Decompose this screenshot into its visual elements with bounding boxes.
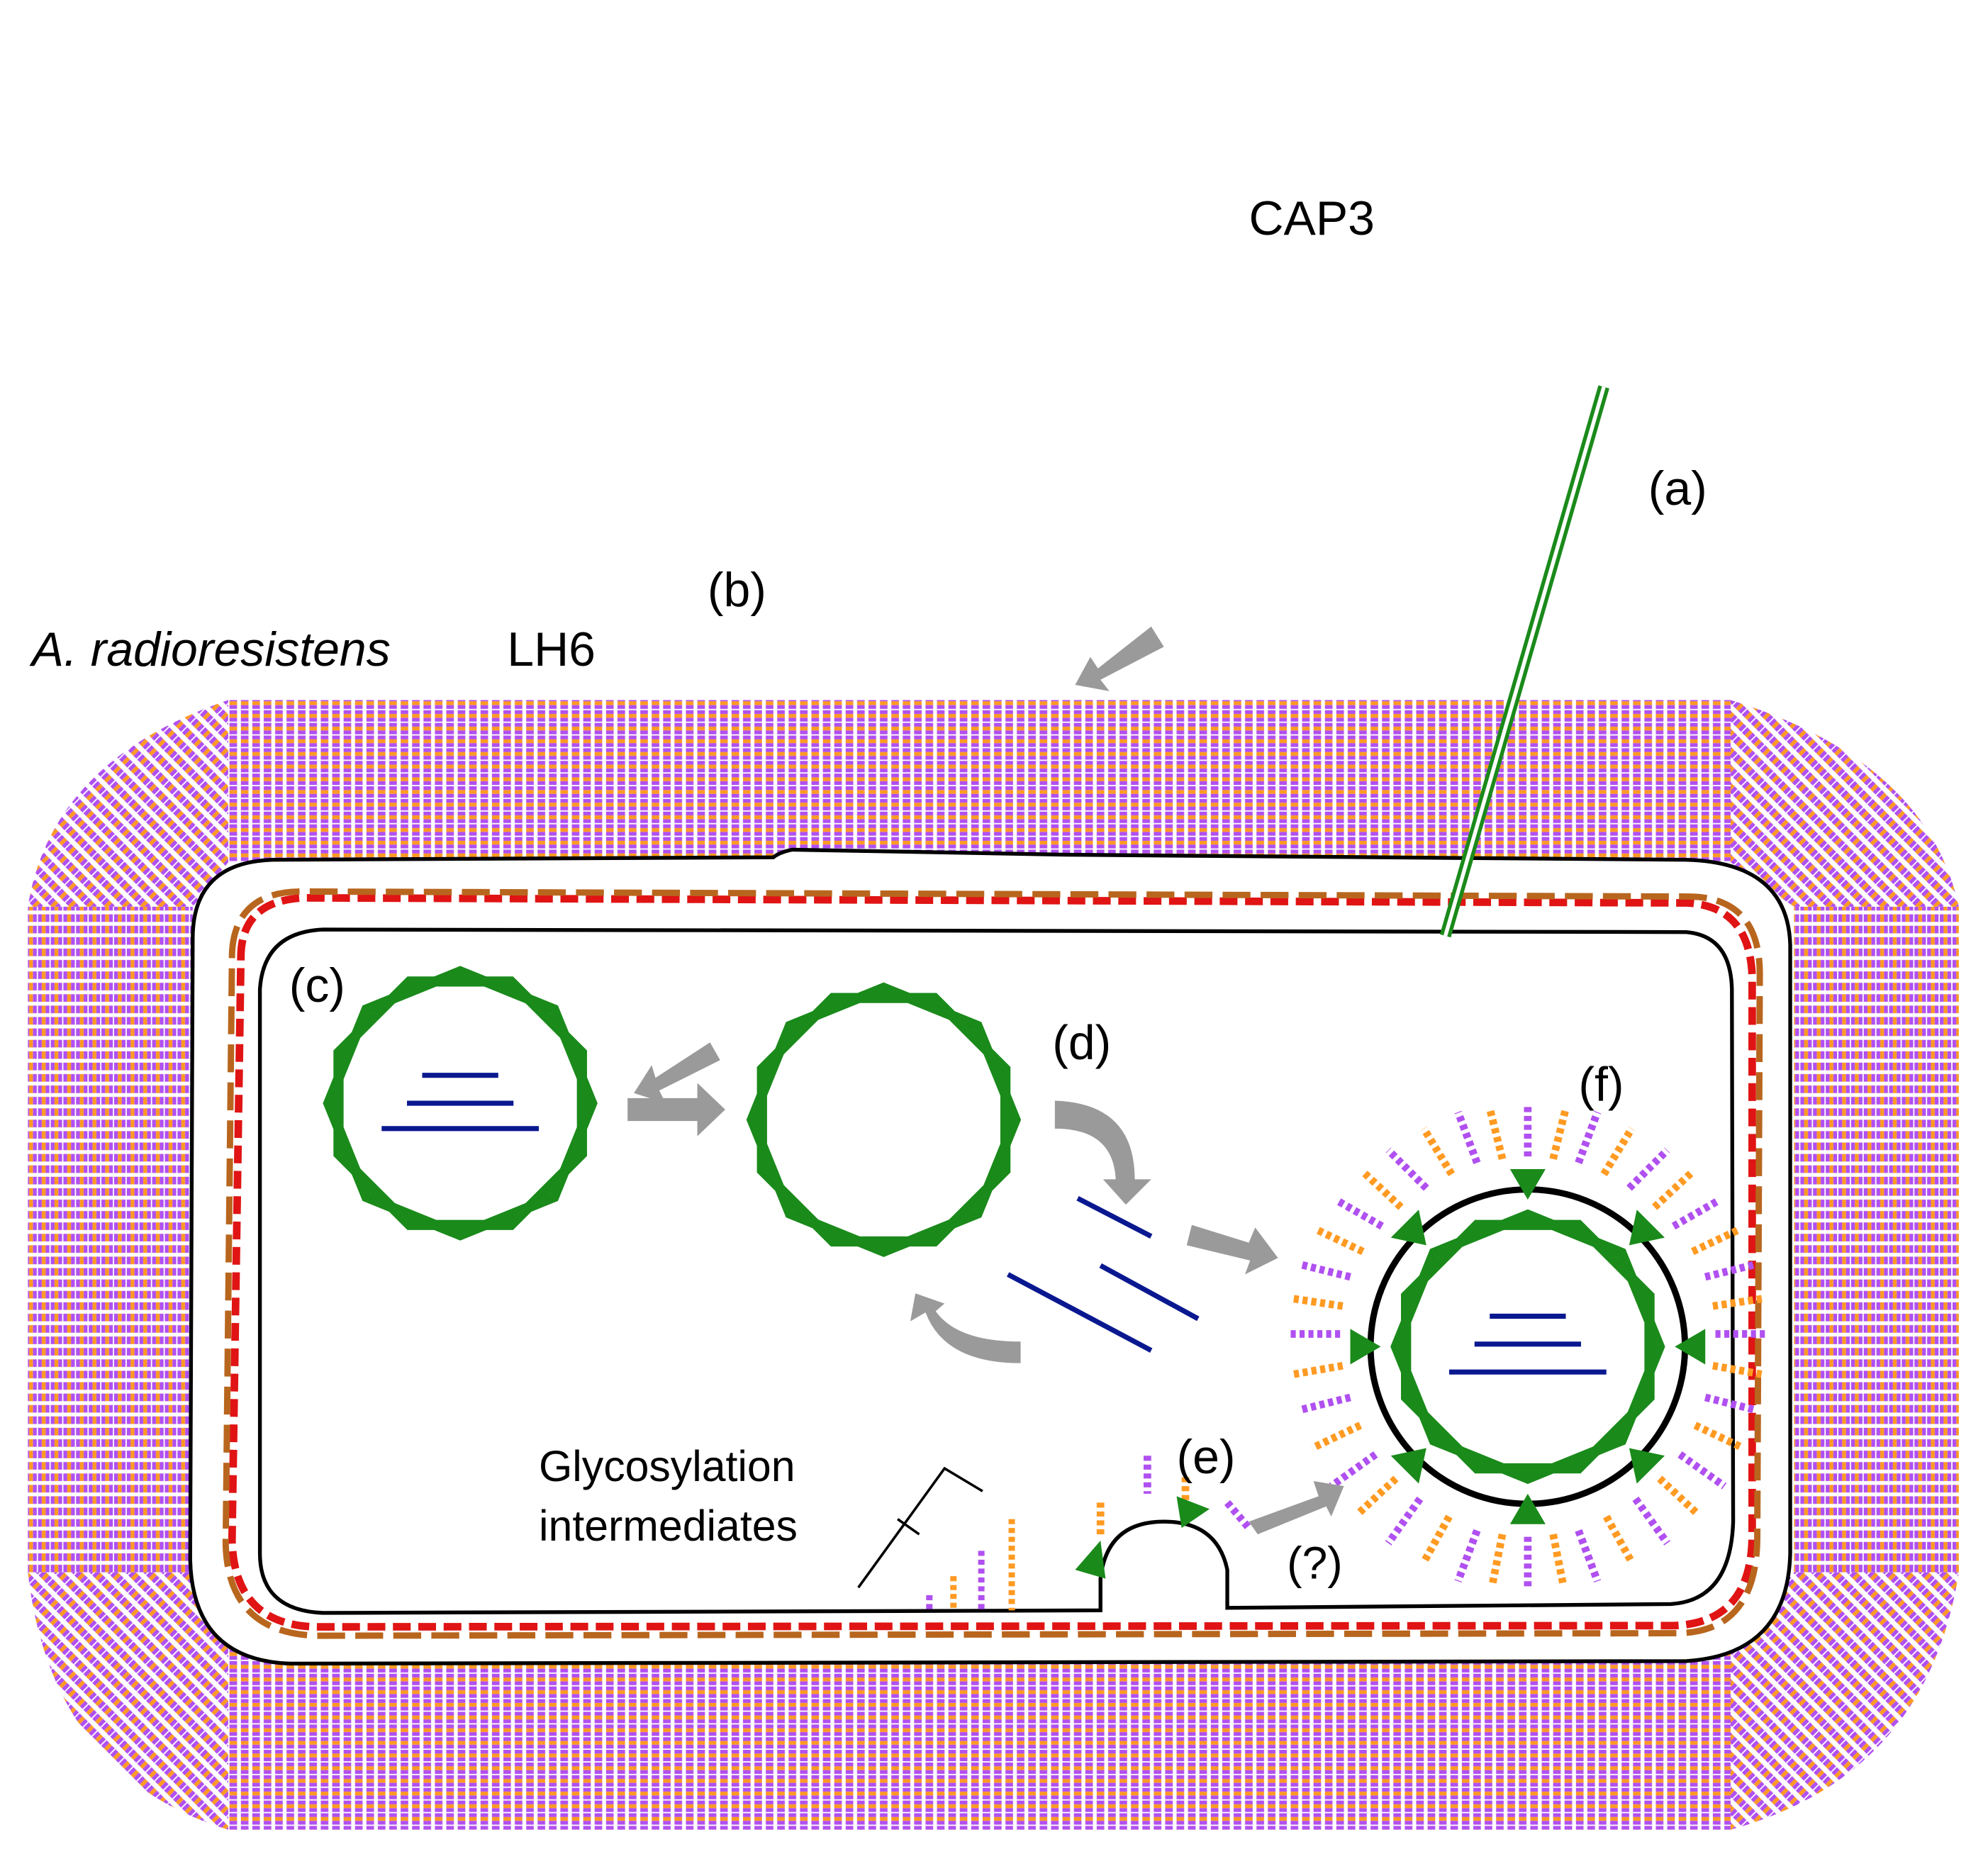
capsid-with-dna bbox=[323, 966, 598, 1241]
progeny-glycans bbox=[1287, 1105, 1769, 1588]
uncertain-label: (?) bbox=[1287, 1538, 1343, 1589]
phage-name-label: CAP3 bbox=[1249, 191, 1374, 245]
step-c-label: (c) bbox=[289, 959, 345, 1012]
arrow-icon bbox=[1186, 1224, 1278, 1275]
step-e-label: (e) bbox=[1177, 1430, 1236, 1484]
step-f-label: (f) bbox=[1578, 1057, 1624, 1111]
organism-strain-label: LH6 bbox=[507, 622, 596, 676]
arrows bbox=[627, 626, 1344, 1535]
arrow-icon bbox=[1075, 626, 1164, 691]
step-d-label: (d) bbox=[1052, 1015, 1111, 1069]
step-a-label: (a) bbox=[1648, 462, 1707, 515]
peptidoglycan-brown bbox=[222, 888, 1763, 1639]
glycosylation-bracket bbox=[857, 1466, 983, 1589]
arrow-icon bbox=[1054, 1100, 1151, 1205]
free-dna bbox=[1006, 1196, 1200, 1353]
arrow-icon bbox=[627, 1083, 725, 1137]
progeny-phage bbox=[1287, 1105, 1769, 1588]
phage-tail-pilus bbox=[1439, 385, 1609, 938]
glycosylation-label-line2: intermediates bbox=[539, 1502, 798, 1550]
step-b-label: (b) bbox=[708, 563, 766, 617]
peptidoglycan-red bbox=[228, 894, 1756, 1631]
glycosylation-label-line1: Glycosylation bbox=[539, 1442, 795, 1490]
arrow-icon bbox=[910, 1293, 1021, 1363]
glycosylation-intermediates bbox=[926, 1519, 1015, 1611]
arrow-icon bbox=[634, 1042, 720, 1104]
outer-membrane-lps-layer bbox=[28, 700, 1959, 1830]
empty-capsid bbox=[746, 982, 1022, 1258]
organism-genus-label: A. radioresistens bbox=[29, 622, 391, 676]
arrow-icon bbox=[1249, 1480, 1344, 1535]
membrane-bud-glycans bbox=[1075, 1456, 1252, 1579]
